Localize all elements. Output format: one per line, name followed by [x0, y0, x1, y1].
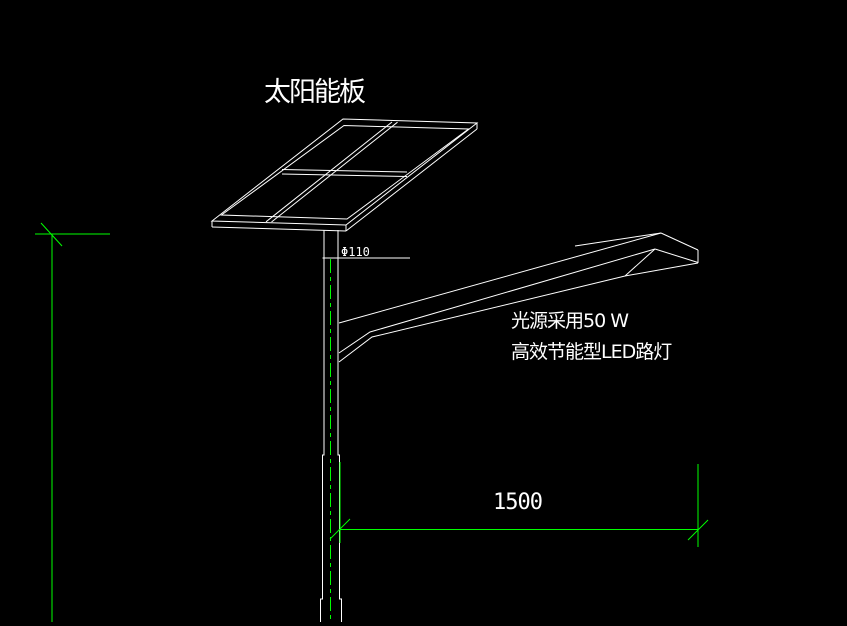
solar-panel-outer-outline	[210, 118, 479, 226]
height-dimension-tick	[40, 222, 63, 247]
arm-dimension-tick-left	[329, 518, 351, 540]
lamp-head-near-edge	[654, 248, 699, 263]
solar-panel-right-bottom-edge	[345, 128, 478, 232]
solar-panel-grid-line	[281, 173, 408, 177]
solar-panel-grid-line	[265, 121, 393, 223]
pole-left-edge	[320, 230, 325, 622]
lamp-note-line1: 光源采用50 W	[511, 310, 629, 332]
arm-bottom-chord	[338, 262, 699, 363]
arm-top-chord	[338, 232, 662, 324]
lamp-arm-assembly	[338, 232, 699, 363]
lamp-note-line2: 高效节能型LED路灯	[511, 341, 672, 363]
lamp-head-back-edge	[574, 232, 662, 247]
solar-panel-grid-line	[281, 169, 408, 173]
arm-length-dimension: 1500	[329, 462, 709, 547]
pole-height-dimension	[35, 222, 110, 622]
solar-panel-inner-outline	[220, 124, 470, 220]
solar-panel-grid-line	[271, 121, 398, 223]
arm-dimension-value: 1500	[493, 490, 542, 515]
solar-panel-label: 太阳能板	[264, 77, 366, 108]
pole-diameter-label: Φ110	[341, 245, 370, 259]
arm-dimension-tick-right	[687, 519, 709, 541]
lamp-head-top-right-edge	[660, 232, 699, 251]
pole-right-edge	[337, 230, 342, 622]
light-pole	[320, 230, 410, 622]
arm-middle-chord	[338, 248, 656, 354]
lamp-head-joint-line	[624, 248, 656, 277]
solar-panel-front-bottom-edge	[211, 226, 347, 232]
solar-panel	[210, 118, 479, 232]
